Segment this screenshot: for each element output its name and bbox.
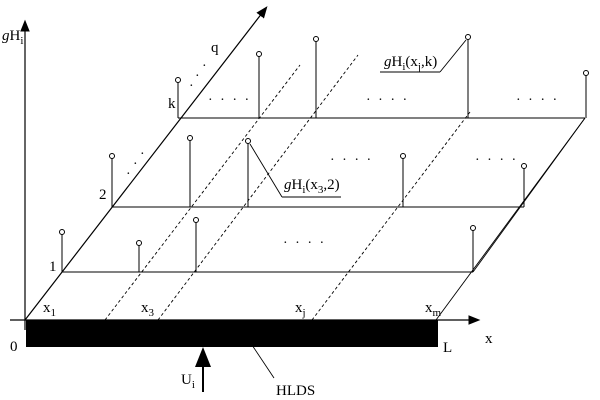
x-tick-3: x3 bbox=[141, 300, 155, 319]
row-label-1: 1 bbox=[49, 259, 57, 275]
stem-tip-rk-2 bbox=[256, 51, 262, 57]
diagonal-line-xj bbox=[311, 111, 471, 321]
row-label-q: q bbox=[211, 40, 219, 56]
diagonal-line-right bbox=[472, 117, 586, 273]
x-tick-m: xm bbox=[425, 300, 442, 319]
stem-tip-r2-3 bbox=[245, 138, 251, 144]
force-label: Ui bbox=[181, 372, 195, 391]
stem-tip-r1-3 bbox=[193, 217, 199, 223]
vertical-axis-label: gHi bbox=[2, 28, 23, 47]
origin-label: 0 bbox=[10, 339, 18, 355]
stem-tip-rk-4 bbox=[465, 34, 471, 40]
row-label-2: 2 bbox=[99, 187, 107, 203]
vertical-ellipsis-2: · · · bbox=[189, 59, 209, 94]
x-axis-label: x bbox=[485, 331, 493, 347]
vertical-ellipsis-1: · · · bbox=[126, 147, 147, 182]
ellipsis-row2-a: · · · · bbox=[330, 153, 373, 168]
end-label-L: L bbox=[443, 340, 452, 356]
stem-tip-r1-2 bbox=[136, 240, 142, 246]
diagonal-line-x4 bbox=[157, 54, 359, 321]
stem-tip-r2-2 bbox=[187, 135, 193, 141]
callout-mid-label: gHi(x3,2) bbox=[284, 177, 340, 196]
stem-tip-rk-5 bbox=[583, 70, 589, 76]
x-tick-1: x1 bbox=[43, 300, 56, 319]
ellipsis-rowk-c: · · · · bbox=[516, 93, 559, 108]
ellipsis-rowk-a: · · · · bbox=[208, 93, 251, 108]
stem-tip-rk-1 bbox=[175, 77, 181, 83]
stem-tip-rk-3 bbox=[313, 36, 319, 42]
ellipsis-row1: · · · · bbox=[283, 236, 326, 251]
row-label-k: k bbox=[168, 96, 176, 112]
hlds-bar bbox=[26, 320, 438, 347]
ellipsis-row2-b: · · · · bbox=[475, 153, 518, 168]
stem-tip-r2-4 bbox=[400, 153, 406, 159]
hlds-label: HLDS bbox=[276, 383, 315, 399]
callout-mid-leader bbox=[249, 143, 283, 198]
callout-top-label: gHi(xj,k) bbox=[384, 54, 437, 73]
hlds-leader bbox=[251, 344, 275, 379]
stem-tip-r2-1 bbox=[109, 153, 115, 159]
callout-top-leader bbox=[439, 39, 467, 73]
ellipsis-rowk-b: · · · · bbox=[366, 93, 409, 108]
x-tick-j: xj bbox=[295, 300, 306, 319]
depth-axis bbox=[24, 6, 268, 321]
stem-tip-r1-4 bbox=[470, 225, 476, 231]
stem-tip-r2-5 bbox=[521, 163, 527, 169]
diagonal-line-x3 bbox=[104, 64, 301, 321]
stem-tip-r1-1 bbox=[59, 229, 65, 235]
